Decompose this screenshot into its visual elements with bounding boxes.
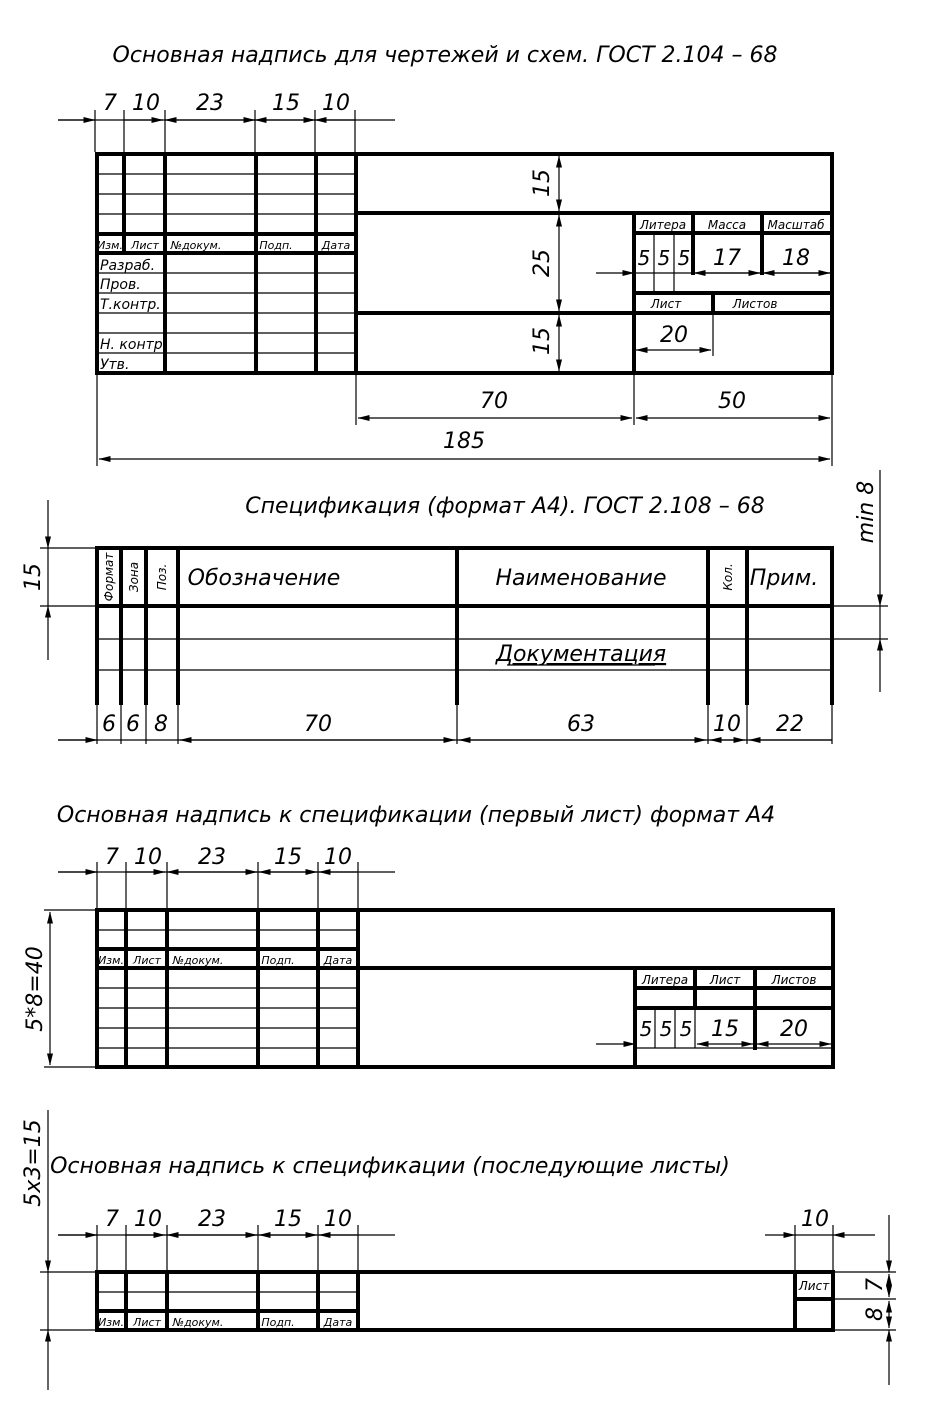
dim-v15: 15 [530, 327, 555, 355]
col-data-label: Дата [321, 239, 351, 252]
spec-first-sheet-block: 7 10 23 15 10 Изм. Лист №докум. Подп. Да… [23, 845, 835, 1069]
litera-label: Литера [641, 973, 688, 987]
col-list-label: Лист [132, 954, 161, 967]
specification-table: Формат Зона Поз. Обозначение Наименовани… [21, 470, 888, 744]
dim-7: 7 [105, 845, 119, 870]
dim-7: 7 [105, 1207, 119, 1232]
col-izm-label: Изм. [97, 239, 123, 252]
dim-col-70: 70 [304, 712, 332, 737]
dim-col-6: 6 [126, 712, 140, 737]
litera-label: Литера [639, 218, 686, 232]
dim-10: 10 [134, 845, 162, 870]
title-drawing-stamp: Основная надпись для чертежей и схем. ГО… [113, 43, 778, 68]
dim-w70: 70 [480, 389, 508, 414]
col-data-label: Дата [323, 1316, 353, 1329]
dim-15: 15 [274, 845, 302, 870]
header-kol: Кол. [721, 563, 735, 590]
dim-10: 10 [134, 1207, 162, 1232]
dim-15: 15 [274, 1207, 302, 1232]
header-prim: Прим. [750, 566, 818, 591]
dim-10: 10 [132, 91, 160, 116]
dim-litera-5: 5 [658, 246, 671, 270]
dim-height-40: 5*8=40 [23, 946, 48, 1031]
header-zona: Зона [127, 562, 141, 592]
dim-masshtab-18: 18 [782, 246, 810, 271]
col-ndoc-label: №докум. [170, 239, 222, 252]
col-list-label: Лист [132, 1316, 161, 1329]
masshtab-label: Масштаб [767, 218, 825, 232]
dim-15: 15 [272, 91, 300, 116]
drawing-title-block: 7 10 23 15 10 Изм. Лист №докум. Подп. Да… [58, 91, 834, 466]
dim-height-7: 7 [863, 1278, 888, 1292]
dim-23: 23 [198, 845, 226, 870]
col-podp-label: Подп. [259, 239, 292, 252]
dim-list-20: 20 [660, 323, 688, 348]
row-prov: Пров. [100, 277, 141, 293]
header-naim: Наименование [496, 566, 667, 591]
block1-frame [95, 152, 834, 375]
dim-list-width-10: 10 [801, 1207, 829, 1232]
dim-col-63: 63 [567, 712, 595, 737]
list-label: Лист [650, 297, 682, 311]
dim-23: 23 [196, 91, 224, 116]
dim-col-22: 22 [776, 712, 804, 737]
listov-label: Листов [732, 297, 778, 311]
dim-col-8: 8 [154, 712, 168, 737]
dim-massa-17: 17 [713, 246, 741, 271]
dim-v15: 15 [530, 169, 555, 197]
section-documentation: Документация [495, 642, 666, 667]
dim-height-15: 5х3=15 [21, 1119, 46, 1206]
list-label: Лист [798, 1279, 830, 1293]
dim-litera-5: 5 [660, 1017, 673, 1041]
col-ndoc-label: №докум. [172, 954, 224, 967]
col-podp-label: Подп. [261, 954, 294, 967]
col-list-label: Лист [130, 239, 159, 252]
dim-10: 10 [324, 845, 352, 870]
massa-label: Масса [708, 218, 746, 232]
dim-litera-5: 5 [680, 1017, 693, 1041]
dim-litera-5: 5 [638, 246, 651, 270]
dim-10: 10 [322, 91, 350, 116]
dim-min8: min 8 [854, 481, 879, 543]
dim-10: 10 [324, 1207, 352, 1232]
block1-top-dimensions: 7 10 23 15 10 [58, 91, 395, 152]
col-ndoc-label: №докум. [172, 1316, 224, 1329]
row-razrab: Разраб. [100, 258, 155, 274]
spec-next-sheets-block: 7 10 23 15 10 10 Изм. Лист №докум. Подп.… [21, 1110, 896, 1390]
title-spec-next-sheets: Основная надпись к спецификации (последу… [50, 1154, 730, 1179]
dim-w50: 50 [718, 389, 746, 414]
header-format: Формат [102, 552, 116, 602]
dim-list-15: 15 [711, 1017, 739, 1042]
list-label: Лист [709, 973, 741, 987]
row-nkontr: Н. контр. [100, 337, 167, 353]
col-data-label: Дата [323, 954, 353, 967]
col-izm-label: Изм. [98, 954, 124, 967]
header-oboz: Обозначение [188, 566, 341, 591]
header-poz: Поз. [155, 564, 169, 591]
dim-23: 23 [198, 1207, 226, 1232]
col-podp-label: Подп. [261, 1316, 294, 1329]
dim-header-15: 15 [21, 563, 46, 591]
dim-col-6: 6 [102, 712, 116, 737]
dim-v25: 25 [530, 249, 555, 277]
row-utv: Утв. [100, 357, 129, 373]
dim-height-8: 8 [863, 1307, 888, 1321]
dim-col-10: 10 [713, 712, 741, 737]
title-spec-first-sheet: Основная надпись к спецификации (первый … [57, 803, 775, 828]
dim-listov-20: 20 [780, 1017, 808, 1042]
col-izm-label: Изм. [98, 1316, 124, 1329]
dim-7: 7 [103, 91, 117, 116]
row-tkontr: Т.контр. [100, 297, 161, 313]
dim-w185: 185 [443, 429, 485, 454]
dim-litera-5: 5 [678, 246, 691, 270]
listov-label: Листов [771, 973, 817, 987]
title-specification: Спецификация (формат А4). ГОСТ 2.108 – 6… [245, 494, 765, 519]
dim-litera-5: 5 [640, 1017, 653, 1041]
